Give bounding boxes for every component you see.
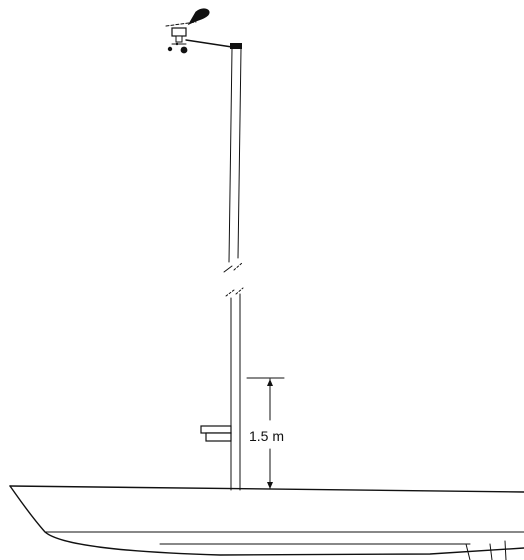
boat-hull [9,485,524,560]
support-mast [223,48,244,491]
height-label: 1.5 m [249,428,284,444]
anemometer-cup-icon [167,46,173,52]
wind-vane-icon [187,8,210,26]
height-dimension: 1.5 m [246,377,285,489]
anemometer-cup-icon [180,46,188,54]
sensor-box [200,425,232,442]
wind-sensor [165,8,242,54]
